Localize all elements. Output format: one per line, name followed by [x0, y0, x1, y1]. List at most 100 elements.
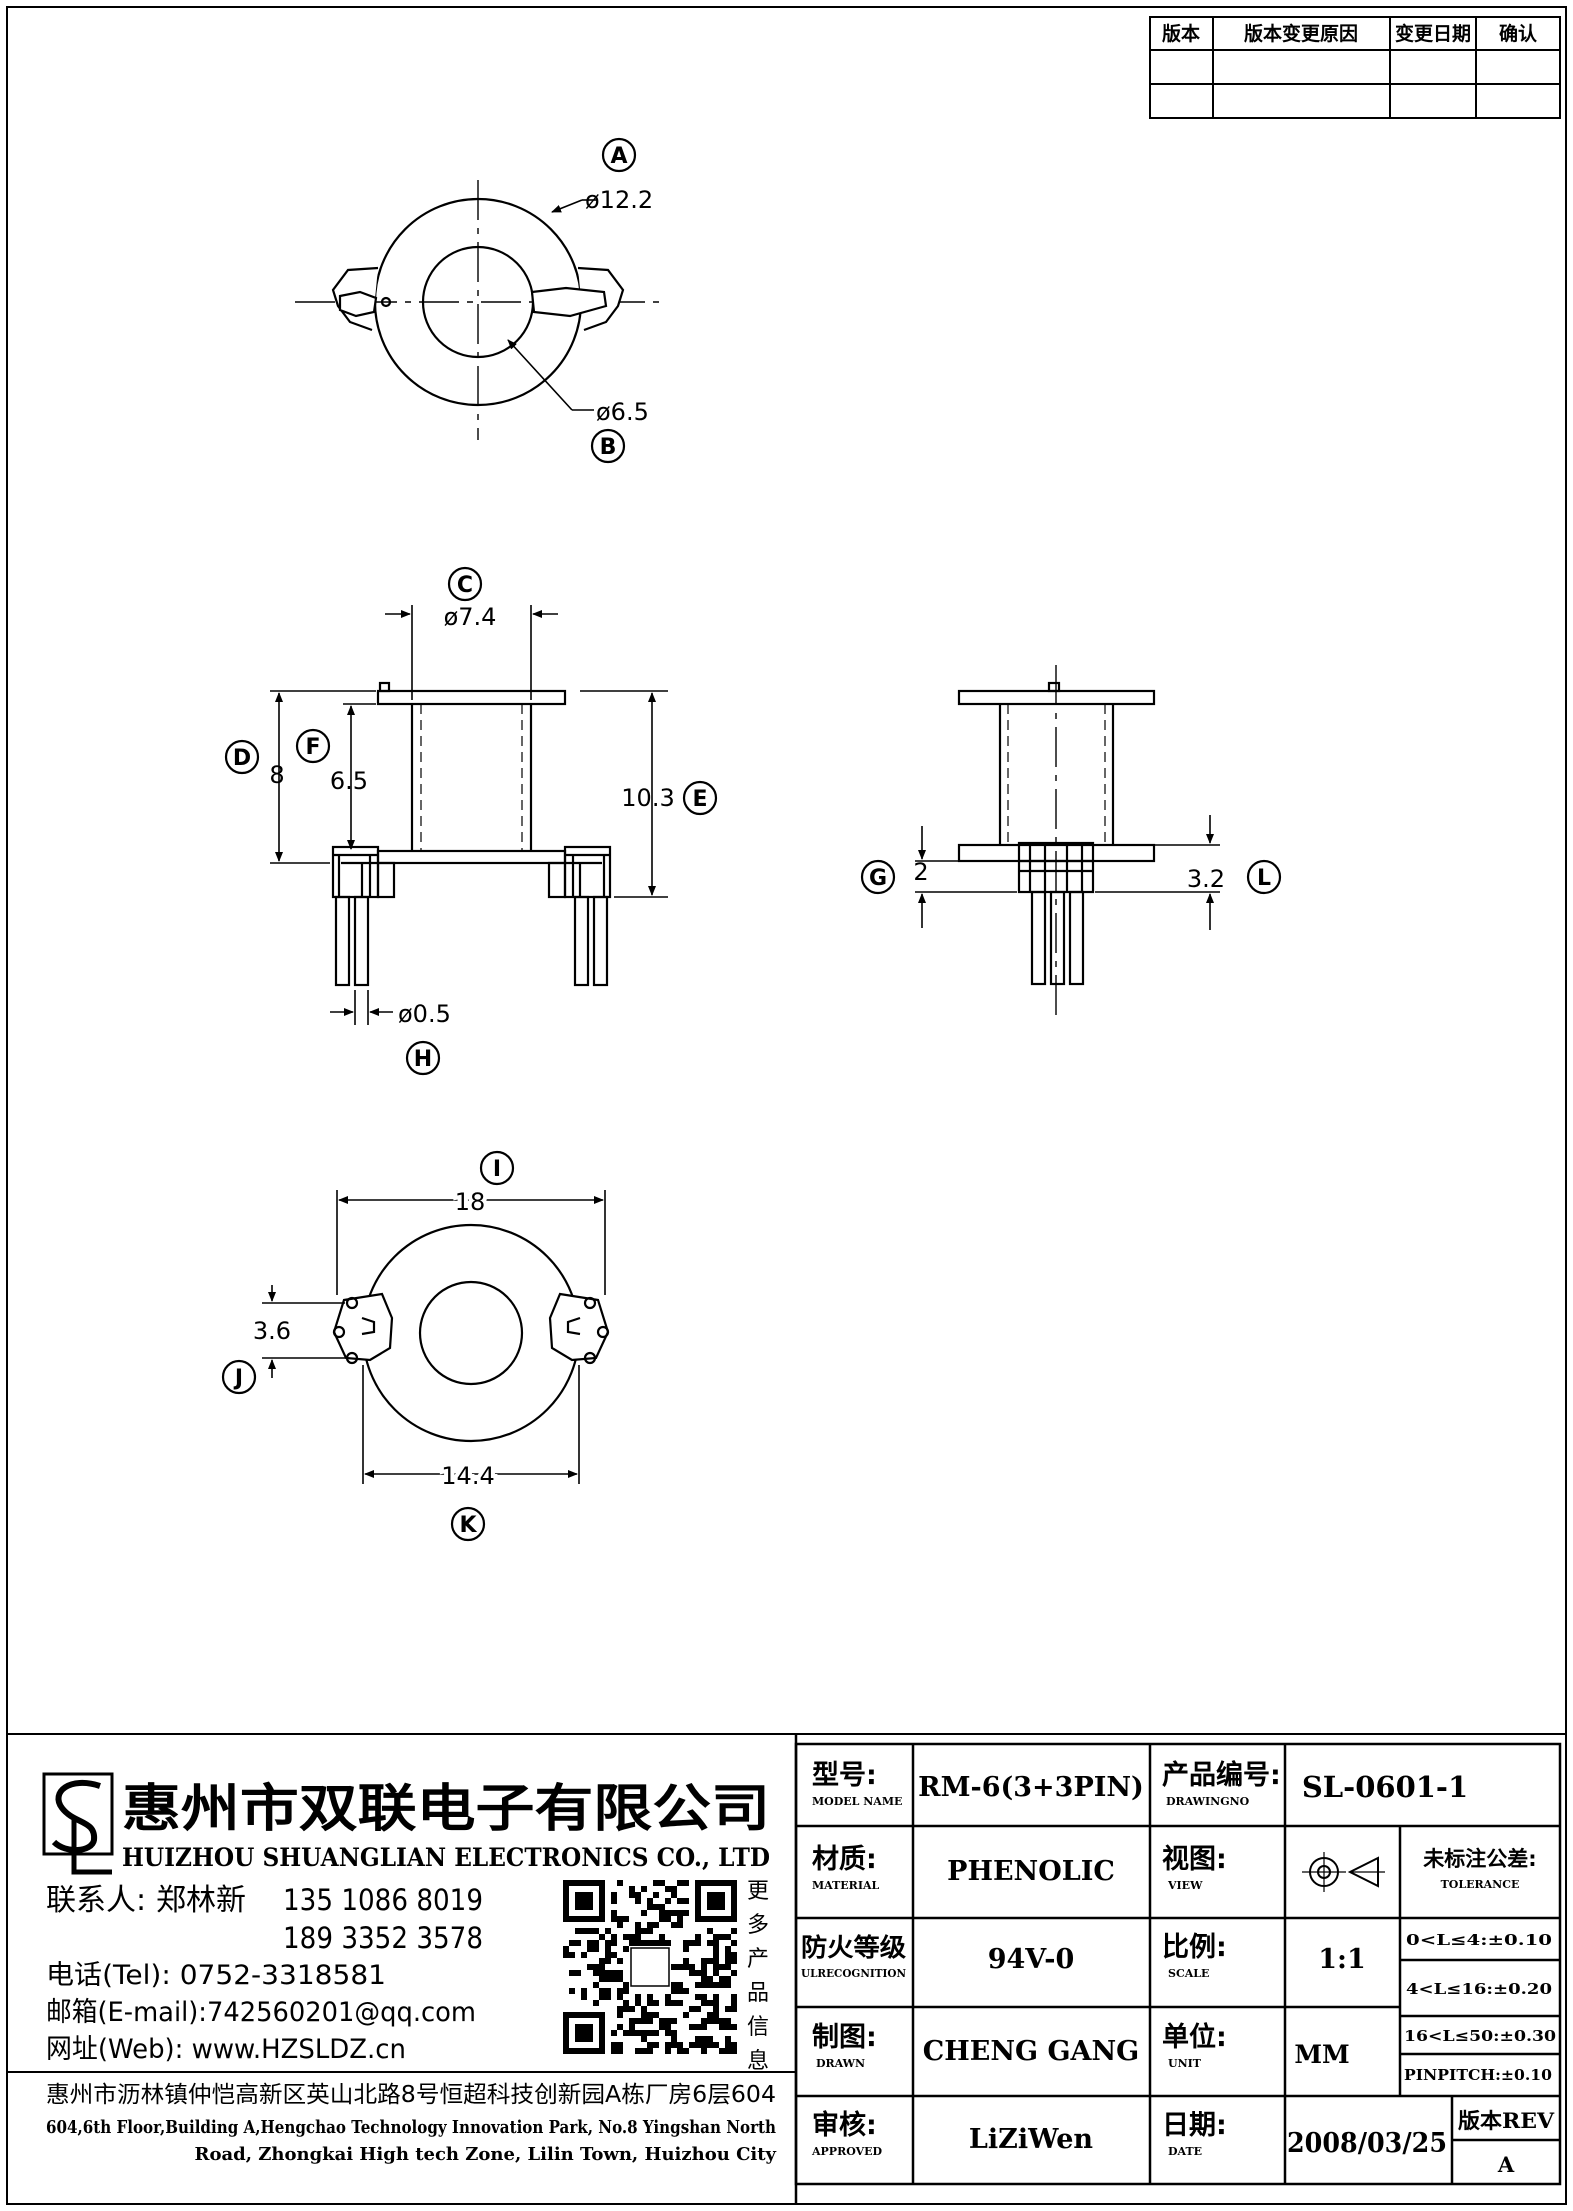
- company-logo: [42, 1772, 114, 1875]
- dim-h-value: ø0.5: [398, 1000, 451, 1028]
- tolerance-sub: TOLERANCE: [1441, 1878, 1520, 1891]
- material-value: PHENOLIC: [947, 1856, 1115, 1887]
- top-view: [295, 180, 662, 440]
- tolerance-row-1: 0<L≤4:±0.10: [1406, 1931, 1552, 1949]
- dim-k-lines: [362, 1365, 580, 1484]
- company-web: 网址(Web): www.HZSLDZ.cn: [46, 2034, 406, 2065]
- svg-text:E: E: [692, 787, 707, 812]
- dim-l-value: 3.2: [1187, 865, 1225, 893]
- dim-d-value: 8: [269, 761, 284, 789]
- svg-text:A: A: [610, 144, 627, 169]
- svg-text:B: B: [600, 435, 617, 460]
- dim-i-value: 18: [455, 1188, 486, 1216]
- date-label: 日期:: [1162, 2110, 1227, 2141]
- dim-f-value: 6.5: [330, 767, 368, 795]
- svg-text:息: 息: [747, 2049, 769, 2074]
- approved-sub: APPROVED: [811, 2145, 883, 2158]
- drawn-sub: DRAWN: [816, 2057, 865, 2070]
- approved-value: LiZiWen: [969, 2124, 1094, 2155]
- contact-phone-2: 189 3352 3578: [283, 1921, 483, 1955]
- side-view: [957, 665, 1156, 1020]
- rev-header-date: 变更日期: [1395, 22, 1471, 45]
- callout-j: J: [221, 1359, 257, 1395]
- tolerance-row-2: 4<L≤16:±0.20: [1406, 1980, 1552, 1998]
- tolerance-row-3: 16<L≤50:±0.30: [1404, 2027, 1556, 2045]
- tolerance-label: 未标注公差:: [1423, 1847, 1536, 1871]
- company-name-cn: 惠州市双联电子有限公司: [122, 1780, 770, 1839]
- svg-text:品: 品: [747, 1981, 769, 2006]
- qr-caption: 更 多 产 品 信 息: [747, 1879, 769, 2074]
- model-label: 型号:: [812, 1760, 877, 1791]
- scale-label: 比例:: [1162, 1932, 1227, 1963]
- dim-f-lines: [343, 703, 376, 850]
- dim-j-value: 3.6: [253, 1317, 291, 1345]
- tolerance-row-4: PINPITCH:±0.10: [1404, 2066, 1552, 2084]
- svg-text:L: L: [1257, 866, 1271, 891]
- company-name-en: HUIZHOU SHUANGLIAN ELECTRONICS CO., LTD: [122, 1843, 770, 1872]
- dim-a-value: ø12.2: [585, 186, 653, 214]
- dim-c-lines: [385, 605, 558, 700]
- dim-g-value: 2: [913, 858, 928, 886]
- dim-l-lines: [1095, 815, 1220, 930]
- callout-l: L: [1246, 859, 1282, 895]
- company-tel: 电话(Tel): 0752-3318581: [46, 1960, 386, 1991]
- date-sub: DATE: [1168, 2145, 1202, 2158]
- fire-value: 94V-0: [988, 1944, 1075, 1975]
- dim-a-leader: [551, 199, 598, 213]
- projection-symbol-icon: [1302, 1852, 1385, 1892]
- rev-header-version: 版本: [1162, 22, 1200, 45]
- dim-b-leader: [507, 339, 594, 411]
- fire-label: 防火等级: [801, 1933, 906, 1962]
- scale-value: 1:1: [1318, 1944, 1366, 1975]
- rev-header-confirm: 确认: [1499, 22, 1537, 45]
- svg-text:H: H: [414, 1047, 432, 1072]
- callout-c: C: [447, 566, 483, 602]
- model-sub: MODEL NAME: [812, 1795, 902, 1808]
- dim-k-value: 14.4: [441, 1462, 494, 1490]
- dim-g-lines: [915, 826, 1017, 928]
- svg-text:多: 多: [747, 1913, 769, 1938]
- front-view: [331, 681, 612, 987]
- qr-code: [563, 1880, 737, 2054]
- svg-text:产: 产: [747, 1947, 769, 1972]
- date-value: 2008/03/25: [1287, 2128, 1447, 2159]
- callout-b: B: [590, 428, 626, 464]
- rev-header-reason: 版本变更原因: [1244, 22, 1358, 45]
- drawing-no-label: 产品编号:: [1162, 1759, 1281, 1791]
- material-label: 材质:: [812, 1844, 877, 1875]
- title-block-grid: [794, 1742, 1562, 2186]
- contact-name: 郑林新: [156, 1883, 246, 1918]
- rev-value: A: [1497, 2152, 1515, 2177]
- callout-a: A: [601, 137, 637, 173]
- callout-g: G: [860, 859, 896, 895]
- svg-text:C: C: [457, 573, 473, 598]
- bottom-view: [332, 1223, 610, 1443]
- callout-k: K: [450, 1506, 486, 1542]
- approved-label: 审核:: [812, 2109, 877, 2141]
- callout-i: I: [479, 1150, 515, 1186]
- address-en-2: Road, Zhongkai High tech Zone, Lilin Tow…: [195, 2144, 777, 2165]
- fire-sub: ULRECOGNITION: [801, 1967, 906, 1980]
- contact-phone-1: 135 1086 8019: [283, 1883, 483, 1917]
- model-value: RM-6(3+3PIN): [918, 1772, 1144, 1803]
- unit-value: MM: [1294, 2040, 1349, 2069]
- unit-sub: UNIT: [1168, 2057, 1202, 2070]
- rev-label: 版本REV: [1458, 2108, 1555, 2133]
- address-cn: 惠州市沥林镇仲恺高新区英山北路8号恒超科技创新园A栋厂房6层604: [46, 2082, 776, 2108]
- company-email: 邮箱(E-mail):742560201@qq.com: [46, 1997, 476, 2028]
- dim-h-lines: [330, 990, 393, 1025]
- unit-label: 单位:: [1162, 2021, 1227, 2053]
- address-en-1: 604,6th Floor,Building A,Hengchao Techno…: [46, 2117, 776, 2138]
- drawn-label: 制图:: [812, 2022, 877, 2053]
- svg-text:J: J: [233, 1366, 243, 1391]
- callout-f: F: [295, 728, 331, 764]
- svg-text:G: G: [869, 866, 887, 891]
- scale-sub: SCALE: [1168, 1967, 1209, 1980]
- callout-h: H: [405, 1040, 441, 1076]
- dim-j-lines: [262, 1285, 345, 1378]
- svg-text:F: F: [305, 735, 320, 760]
- callout-d: D: [224, 739, 260, 775]
- view-label: 视图:: [1162, 1844, 1227, 1875]
- dim-b-value: ø6.5: [596, 398, 649, 426]
